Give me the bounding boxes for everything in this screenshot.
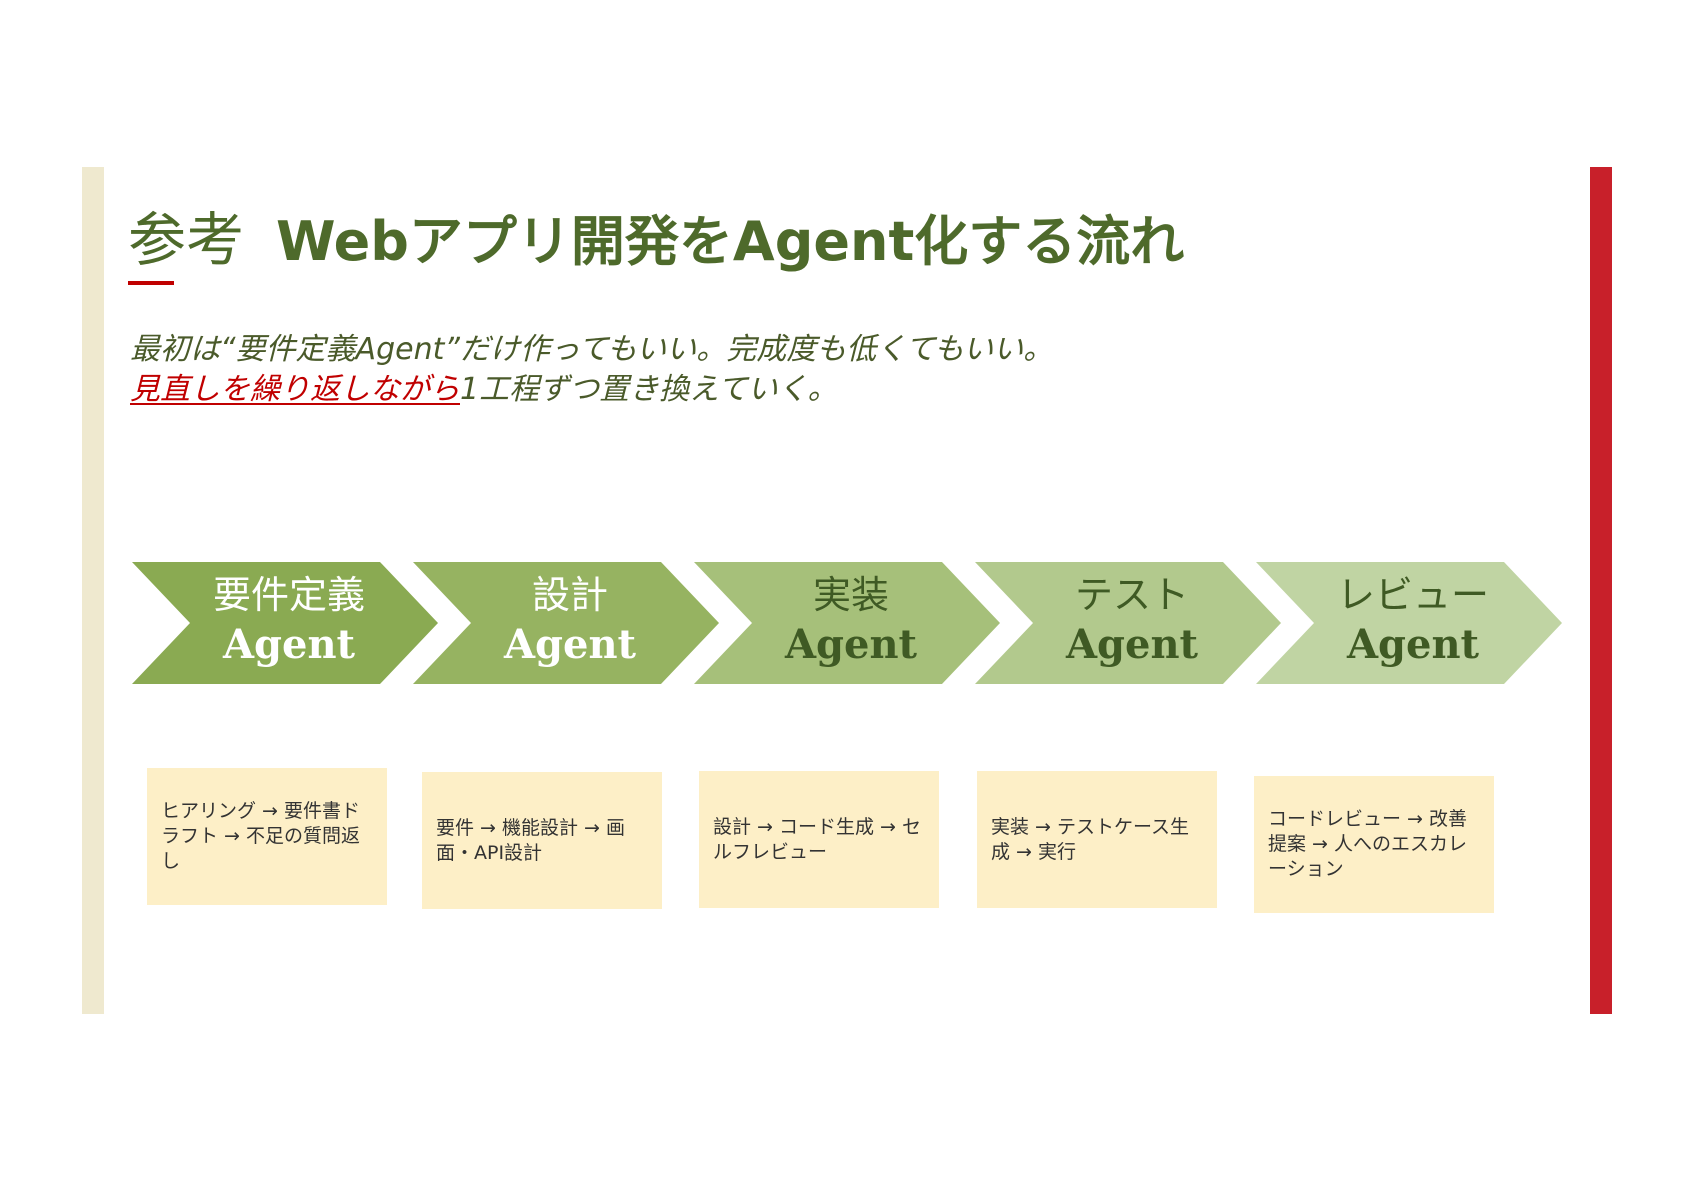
step-note-test: 実装 → テストケース生成 → 実行 bbox=[977, 771, 1217, 908]
step-note-text: 実装 → テストケース生成 → 実行 bbox=[991, 815, 1190, 863]
chevron-implementation bbox=[694, 562, 1000, 684]
step-agent: Agent bbox=[1346, 621, 1479, 668]
step-name: 要件定義 bbox=[212, 573, 365, 617]
page-title: 参考 Webアプリ開発をAgent化する流れ bbox=[128, 200, 1184, 280]
step-note-requirements: ヒアリング → 要件書ドラフト → 不足の質問返し bbox=[147, 768, 387, 905]
right-accent-bar bbox=[1590, 167, 1612, 1014]
step-label-implementation: 実装 Agent bbox=[736, 570, 966, 670]
step-agent: Agent bbox=[503, 621, 636, 668]
step-label-requirements: 要件定義 Agent bbox=[174, 570, 404, 670]
step-name: レビュー bbox=[1336, 573, 1489, 617]
chevron-design bbox=[413, 562, 719, 684]
subtitle: 最初は“要件定義Agent”だけ作ってもいい。完成度も低くてもいい。 見直しを繰… bbox=[130, 330, 1053, 410]
step-agent: Agent bbox=[1065, 621, 1198, 668]
step-note-implementation: 設計 → コード生成 → セルフレビュー bbox=[699, 771, 939, 908]
title-underline bbox=[128, 281, 174, 285]
step-note-text: コードレビュー → 改善提案 → 人へのエスカレーション bbox=[1268, 808, 1467, 880]
step-label-design: 設計 Agent bbox=[455, 570, 685, 670]
step-note-text: ヒアリング → 要件書ドラフト → 不足の質問返し bbox=[161, 800, 360, 872]
title-main: Webアプリ開発をAgent化する流れ bbox=[276, 210, 1185, 273]
step-name: 実装 bbox=[812, 573, 889, 617]
subtitle-emphasis: 見直しを繰り返しながら bbox=[130, 372, 460, 407]
chevron-test bbox=[975, 562, 1281, 684]
step-note-text: 要件 → 機能設計 → 画面・API設計 bbox=[436, 816, 625, 864]
step-label-review: レビュー Agent bbox=[1298, 570, 1528, 670]
title-prefix: 参考 bbox=[128, 206, 245, 274]
step-name: 設計 bbox=[531, 573, 608, 617]
step-label-test: テスト Agent bbox=[1017, 570, 1247, 670]
chevron-review bbox=[1256, 562, 1562, 684]
chevron-requirements bbox=[132, 562, 438, 684]
step-agent: Agent bbox=[222, 621, 355, 668]
step-agent: Agent bbox=[784, 621, 917, 668]
subtitle-rest: 1工程ずつ置き換えていく。 bbox=[460, 372, 838, 407]
subtitle-line-1: 最初は“要件定義Agent”だけ作ってもいい。完成度も低くてもいい。 bbox=[130, 332, 1054, 367]
left-accent-bar bbox=[82, 167, 104, 1014]
step-note-design: 要件 → 機能設計 → 画面・API設計 bbox=[422, 772, 662, 909]
step-name: テスト bbox=[1074, 573, 1189, 617]
step-note-text: 設計 → コード生成 → セルフレビュー bbox=[713, 815, 921, 863]
subtitle-line-2: 見直しを繰り返しながら1工程ずつ置き換えていく。 bbox=[130, 370, 1053, 410]
step-note-review: コードレビュー → 改善提案 → 人へのエスカレーション bbox=[1254, 776, 1494, 913]
